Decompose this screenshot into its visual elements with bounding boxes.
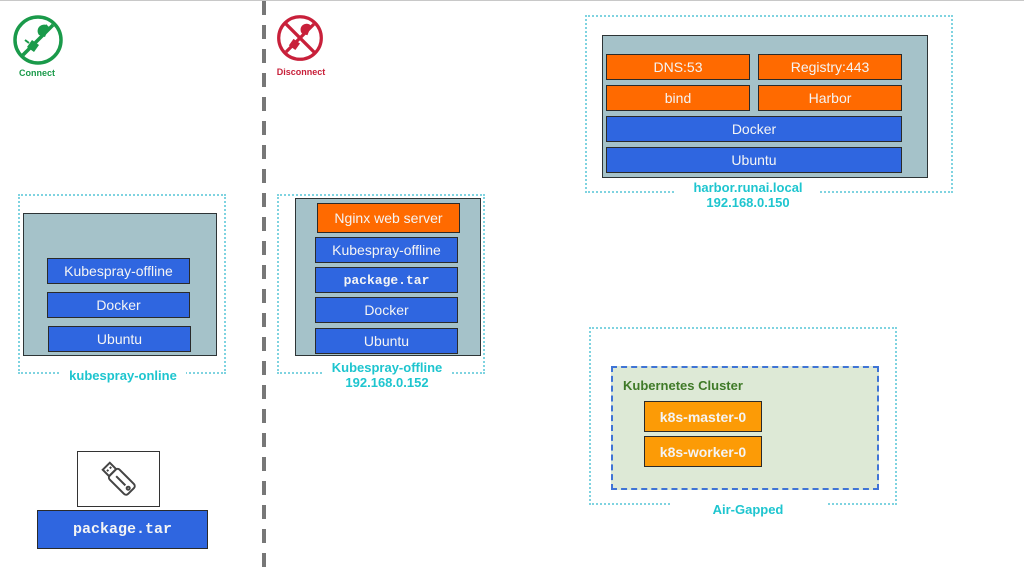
offline-layer-package: package.tar: [315, 267, 458, 293]
registry-service: DNS:53: [606, 54, 750, 80]
air-gapped-label: Air-Gapped: [670, 502, 826, 517]
registry-host-ip: 192.168.0.150: [706, 195, 790, 210]
online-host-label: kubespray-online: [60, 368, 186, 383]
registry-service: Harbor: [758, 85, 902, 111]
registry-host-label: harbor.runai.local: [676, 180, 820, 195]
online-layer: Ubuntu: [48, 326, 191, 352]
registry-host: DNS:53 Registry:443 bind Harbor Docker U…: [602, 35, 928, 178]
cluster-node: k8s-worker-0: [644, 436, 762, 467]
offline-host: Nginx web server Kubespray-offline packa…: [295, 198, 481, 356]
disconnect-legend: Disconnect: [270, 11, 332, 81]
offline-layer: Kubespray-offline: [315, 237, 458, 263]
usb-package-file: package.tar: [37, 510, 208, 549]
connect-label: Connect: [19, 68, 55, 78]
offline-layer: Ubuntu: [315, 328, 458, 354]
usb-drive-icon: [101, 461, 136, 496]
cluster-title: Kubernetes Cluster: [623, 378, 743, 393]
offline-service: Nginx web server: [317, 203, 460, 233]
kubernetes-cluster: Kubernetes Cluster k8s-master-0 k8s-work…: [611, 366, 879, 490]
network-divider: [262, 1, 266, 573]
offline-host-ip: 192.168.0.152: [345, 375, 429, 390]
cluster-node: k8s-master-0: [644, 401, 762, 432]
registry-service: Registry:443: [758, 54, 902, 80]
online-layer: Docker: [47, 292, 190, 318]
offline-host-label: Kubespray-offline: [322, 360, 452, 375]
registry-layer: Docker: [606, 116, 902, 142]
offline-layer: Docker: [315, 297, 458, 323]
plug-disconnect-icon: [277, 15, 323, 61]
registry-layer: Ubuntu: [606, 147, 902, 173]
connect-legend: Connect: [8, 11, 68, 81]
online-host: Kubespray-offline Docker Ubuntu: [23, 213, 217, 356]
disconnect-label: Disconnect: [276, 67, 326, 77]
plug-connect-icon: [13, 15, 63, 65]
registry-service: bind: [606, 85, 750, 111]
online-layer: Kubespray-offline: [47, 258, 190, 284]
usb-box: [77, 451, 160, 507]
